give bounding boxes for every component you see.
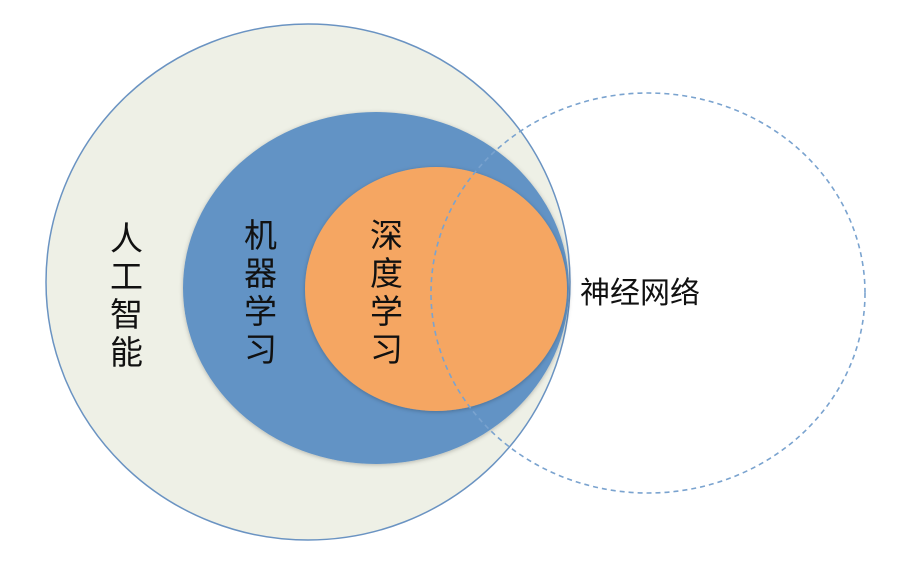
nn-dashed-circle — [430, 92, 866, 494]
ai-label-char: 人 — [110, 219, 143, 258]
ml-label-char: 机 — [244, 216, 277, 255]
ml-label-char: 学 — [244, 292, 277, 331]
ai-label: 人工智能 — [110, 219, 143, 372]
dl-label-char: 习 — [370, 330, 403, 369]
dl-label-char: 深 — [370, 216, 403, 255]
dl-ellipse — [305, 167, 567, 411]
ml-label: 机器学习 — [244, 216, 277, 369]
dl-label: 深度学习 — [370, 216, 403, 369]
dl-label-char: 度 — [370, 254, 403, 293]
ml-label-char: 器 — [244, 254, 277, 293]
ai-label-char: 能 — [110, 333, 143, 372]
nn-label: 神经网络 — [580, 276, 700, 311]
ml-label-char: 习 — [244, 330, 277, 369]
ai-label-char: 智 — [110, 295, 143, 334]
ai-label-char: 工 — [110, 257, 143, 296]
dl-label-char: 学 — [370, 292, 403, 331]
